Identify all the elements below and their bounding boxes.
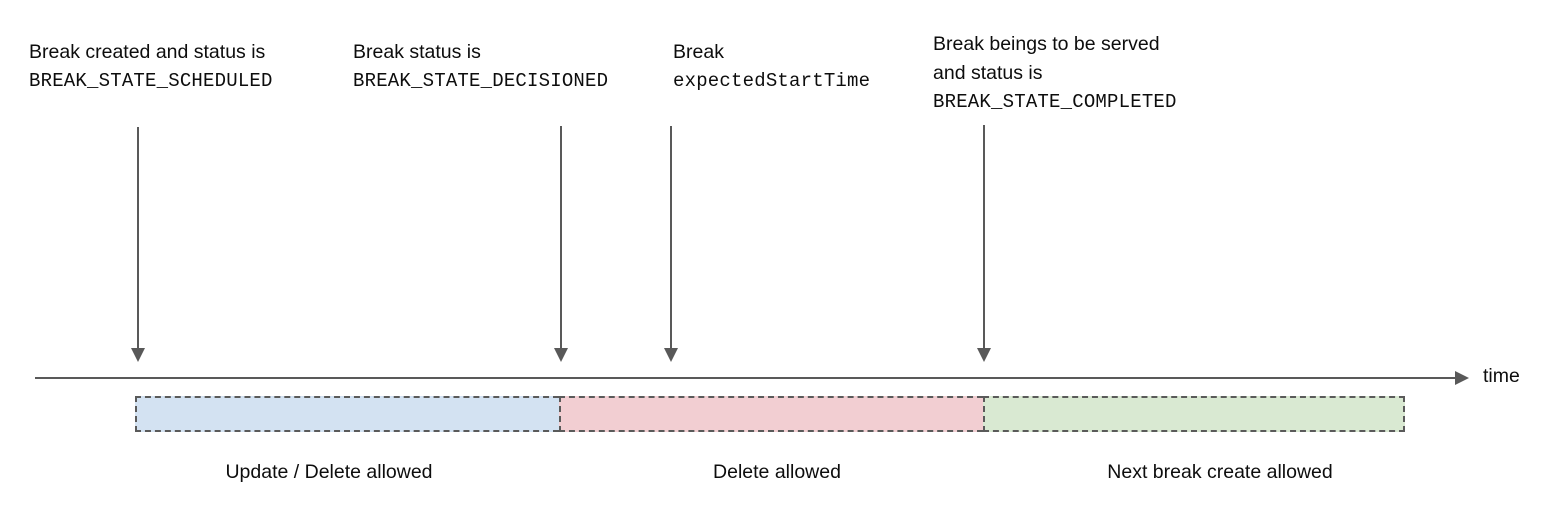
event-label-line: expectedStartTime	[673, 70, 871, 92]
phase-separator-delete-only	[559, 396, 561, 432]
event-arrow-line-scheduled	[137, 127, 139, 348]
event-arrow-head-completed	[977, 348, 991, 362]
event-label-line: and status is	[933, 62, 1043, 84]
event-arrow-head-expected-start-time	[664, 348, 678, 362]
event-label-line: Break status is	[353, 41, 481, 63]
event-arrow-line-decisioned	[560, 126, 562, 348]
phase-caption-next-break-create: Next break create allowed	[1107, 461, 1333, 483]
event-arrow-line-expected-start-time	[670, 126, 672, 348]
phase-caption-update-delete: Update / Delete allowed	[225, 461, 433, 483]
time-axis-line	[35, 377, 1455, 379]
event-label-decisioned: Break status is BREAK_STATE_DECISIONED	[353, 38, 608, 96]
event-label-line: Break beings to be served	[933, 33, 1160, 55]
phase-caption-delete-only: Delete allowed	[713, 461, 841, 483]
phase-separator-next-break-create	[983, 396, 985, 432]
event-label-line: Break	[673, 41, 724, 63]
event-arrow-line-completed	[983, 125, 985, 348]
event-label-line: BREAK_STATE_SCHEDULED	[29, 70, 273, 92]
event-label-line: Break created and status is	[29, 41, 266, 63]
phase-start-edge	[135, 396, 137, 432]
event-label-completed: Break beings to be served and status is BR…	[933, 30, 1177, 117]
event-label-line: BREAK_STATE_COMPLETED	[933, 91, 1177, 113]
event-label-expected-start-time: Break expectedStartTime	[673, 38, 870, 96]
phase-segment-delete-only	[559, 396, 983, 432]
event-arrow-head-decisioned	[554, 348, 568, 362]
event-arrow-head-scheduled	[131, 348, 145, 362]
time-axis-label: time	[1483, 365, 1520, 387]
time-axis-arrow-head	[1455, 371, 1469, 385]
event-label-line: BREAK_STATE_DECISIONED	[353, 70, 609, 92]
phase-end-edge	[1403, 396, 1405, 432]
phase-segment-update-delete	[135, 396, 559, 432]
phase-segment-next-break-create	[983, 396, 1405, 432]
event-label-scheduled: Break created and status is BREAK_STATE_S…	[29, 38, 273, 96]
